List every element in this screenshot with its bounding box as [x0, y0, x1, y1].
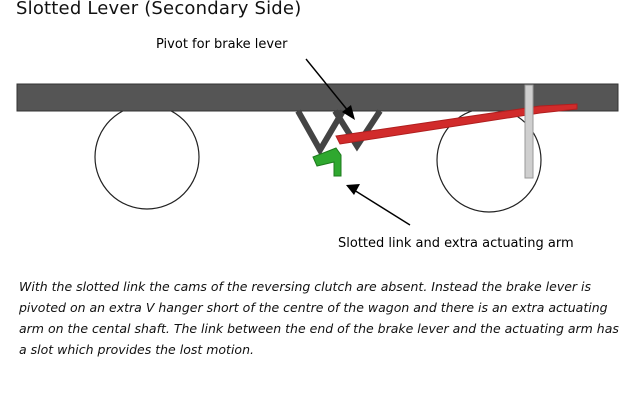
pivot-leader-line	[305, 58, 350, 113]
left-wheel	[94, 104, 200, 210]
caption: With the slotted link the cams of the re…	[19, 279, 619, 357]
central-shaft	[524, 84, 534, 179]
slotted-link-label: Slotted link and extra actuating arm	[338, 236, 574, 251]
slotted-link	[312, 147, 342, 177]
slotted-link-arrowhead	[346, 184, 360, 195]
wagon-frame	[16, 83, 619, 112]
brake-lever	[335, 103, 578, 145]
v-hanger	[332, 109, 383, 152]
slotted-link-leader-line	[353, 189, 411, 226]
page-title: Slotted Lever (Secondary Side)	[16, 0, 302, 19]
pivot-label: Pivot for brake lever	[156, 37, 288, 52]
v-hanger	[295, 109, 346, 157]
pivot-arrowhead	[342, 105, 355, 120]
